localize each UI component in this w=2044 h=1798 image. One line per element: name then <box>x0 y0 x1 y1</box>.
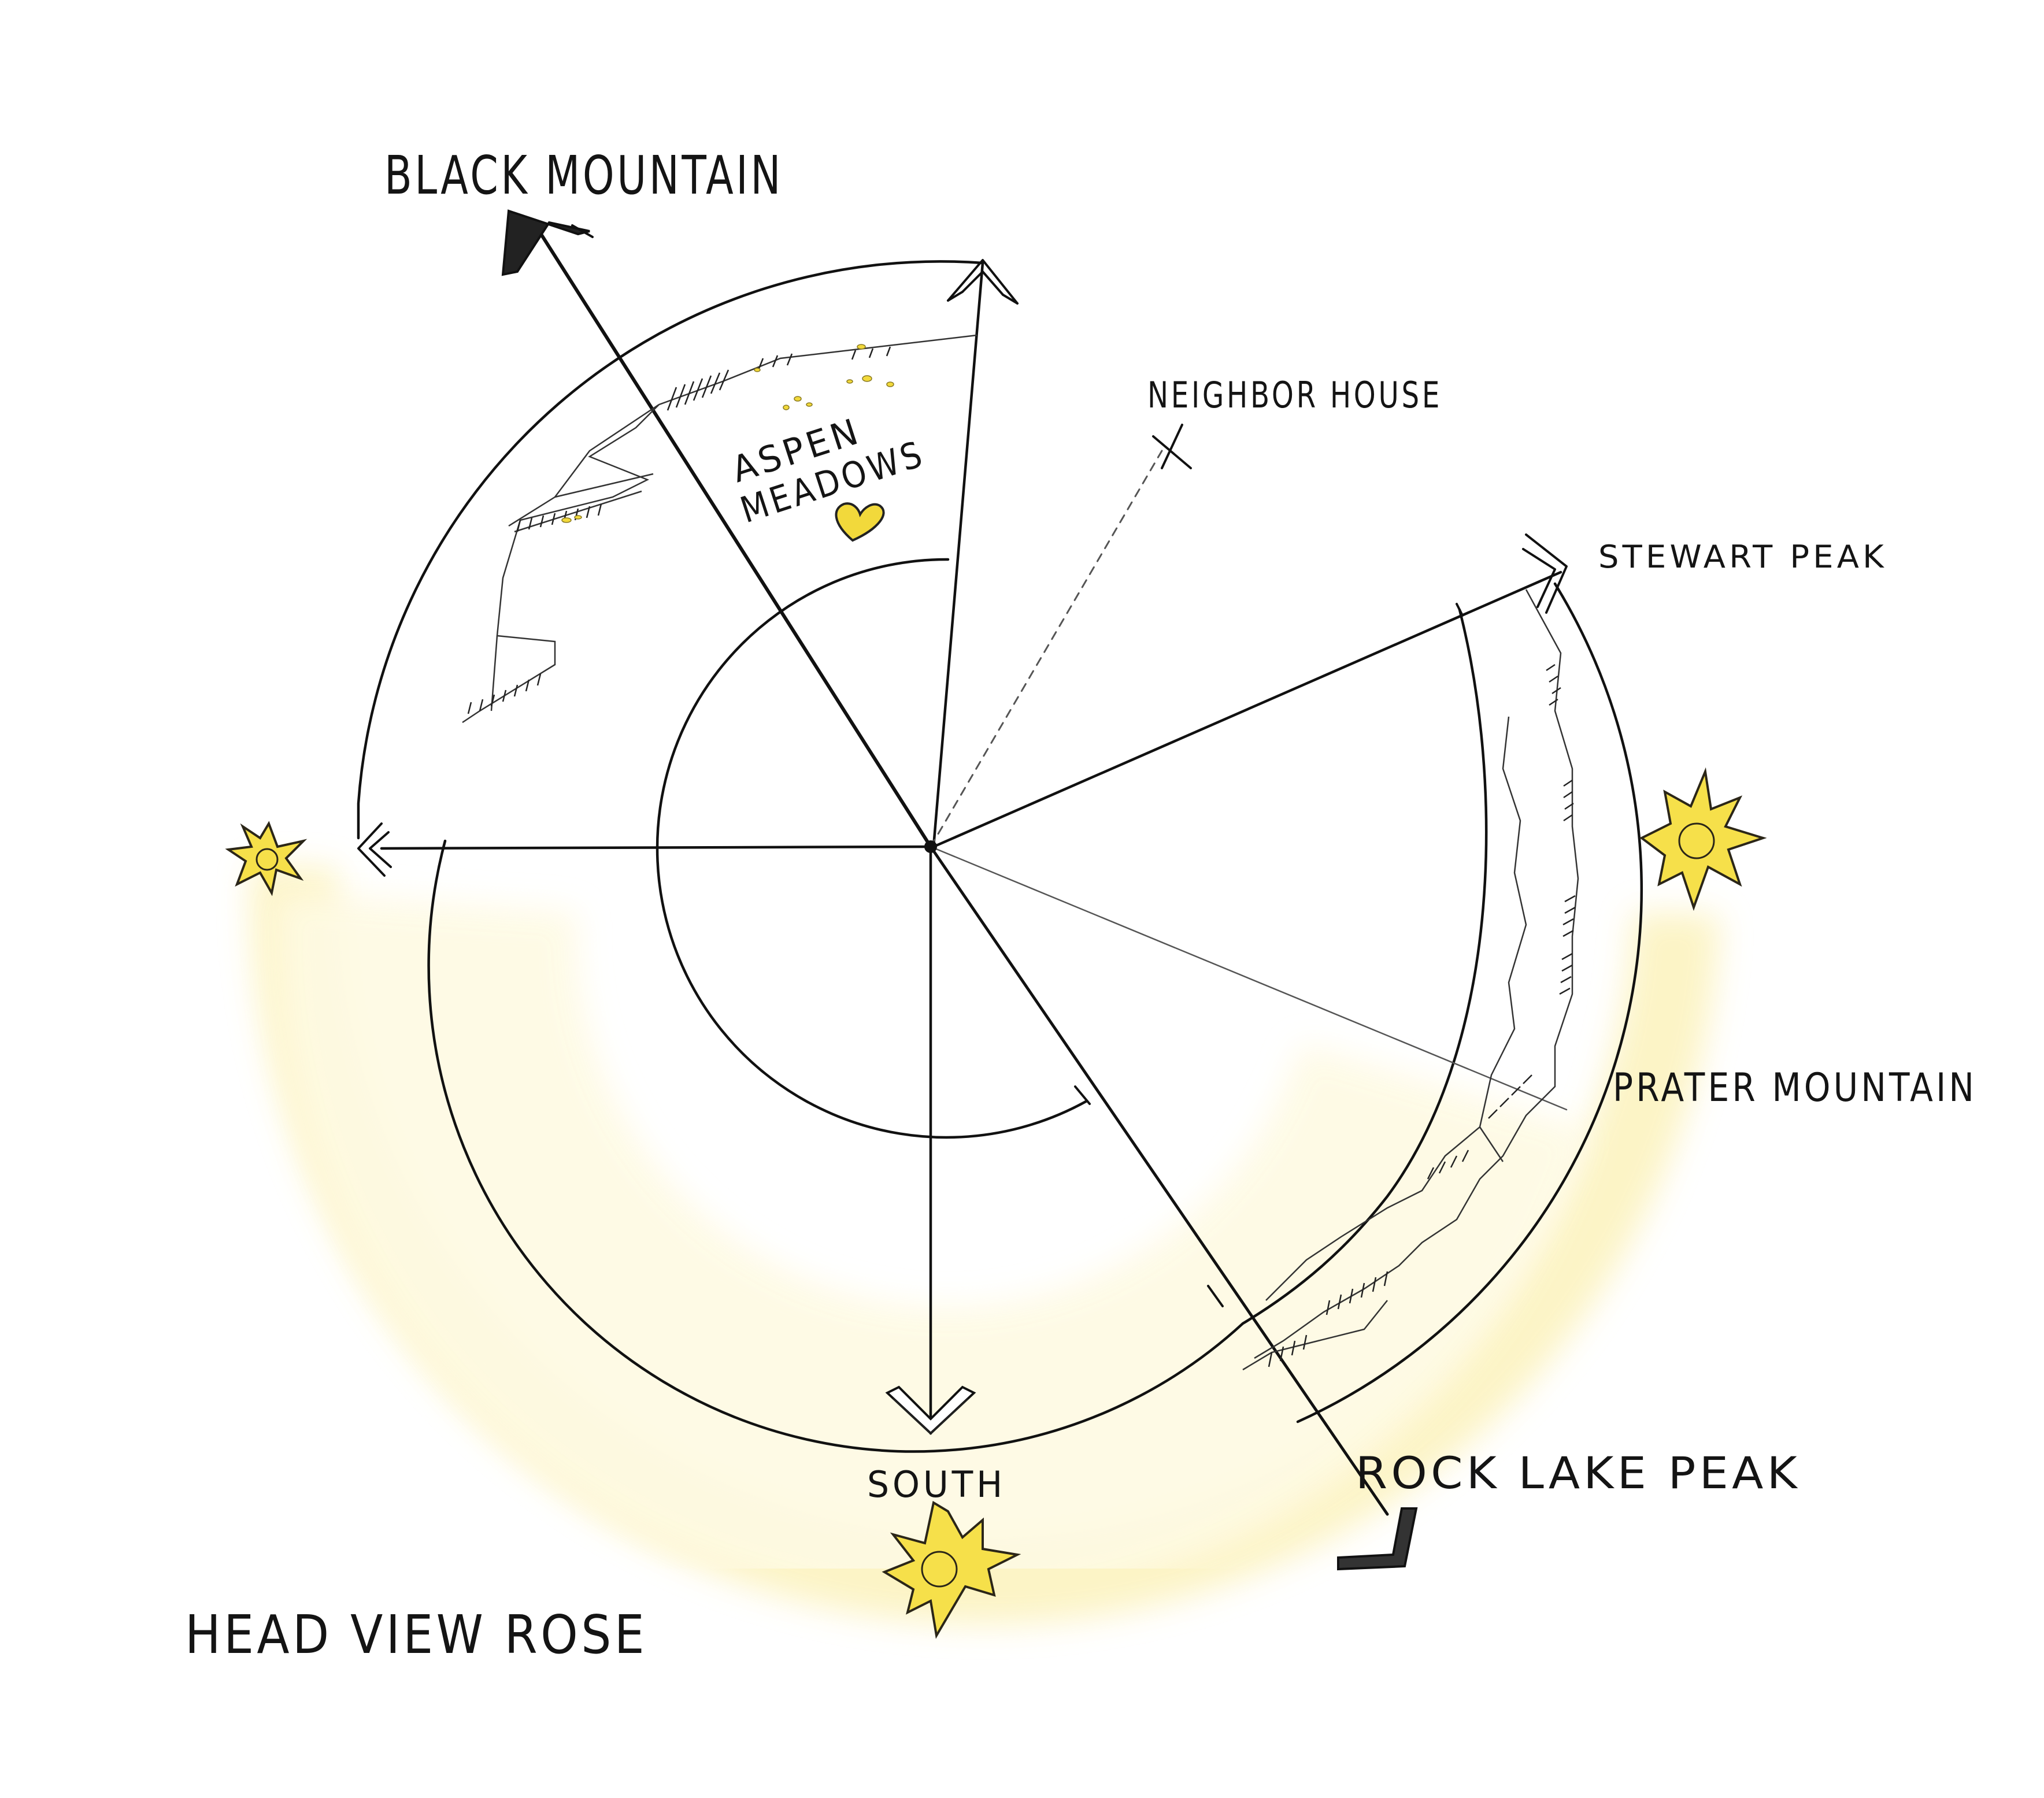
aspen-highlights <box>561 344 894 523</box>
ring-ticks <box>1074 603 1464 1307</box>
arrow-icon-stewart-peak <box>1522 533 1568 614</box>
sightline-rock-lake-peak <box>929 845 1389 1516</box>
arrow-icon-aspen-north <box>947 259 1019 305</box>
label-stewart-peak: STEWART PEAK <box>1598 539 1887 575</box>
labels: BLACK MOUNTAIN NEIGHBOR HOUSE ASPEN MEAD… <box>185 144 1977 1666</box>
heart-icon <box>835 502 885 542</box>
label-neighbor-house: NEIGHBOR HOUSE <box>1147 374 1442 416</box>
ridge-aspen-meadows <box>462 334 977 724</box>
sun-icon-west <box>225 821 308 896</box>
sun-icon-east <box>1639 767 1767 911</box>
sun-icon-south <box>882 1500 1021 1639</box>
arrow-icon-west <box>357 822 392 877</box>
label-rock-lake-peak: ROCK LAKE PEAK <box>1356 1447 1801 1499</box>
label-black-mountain: BLACK MOUNTAIN <box>384 144 783 206</box>
sightline-black-mountain <box>530 218 932 848</box>
label-south: SOUTH <box>867 1463 1006 1506</box>
inner-ring <box>656 558 1088 1139</box>
arrow-icon-rock-lake-peak <box>1337 1507 1418 1571</box>
sightline-prater-mountain <box>930 846 1568 1111</box>
ridge-east-range <box>1242 589 1579 1371</box>
rose-outer-boundary <box>357 260 1643 1423</box>
arrow-icon-black-mountain <box>501 209 594 276</box>
label-prater-mountain: PRATER MOUNTAIN <box>1613 1065 1977 1111</box>
sightline-neighbor-house <box>930 450 1163 848</box>
middle-ring <box>427 608 1488 1453</box>
sight-lines <box>380 218 1568 1516</box>
viewpoint-center <box>924 840 937 853</box>
sightline-west <box>380 845 932 850</box>
arrow-icon-south <box>885 1385 976 1435</box>
x-mark-icon <box>1152 424 1192 469</box>
diagram-title: HEAD VIEW ROSE <box>185 1604 647 1666</box>
ridge-east-hatch <box>1268 663 1576 1367</box>
ridge-aspen-hatch <box>467 346 891 714</box>
